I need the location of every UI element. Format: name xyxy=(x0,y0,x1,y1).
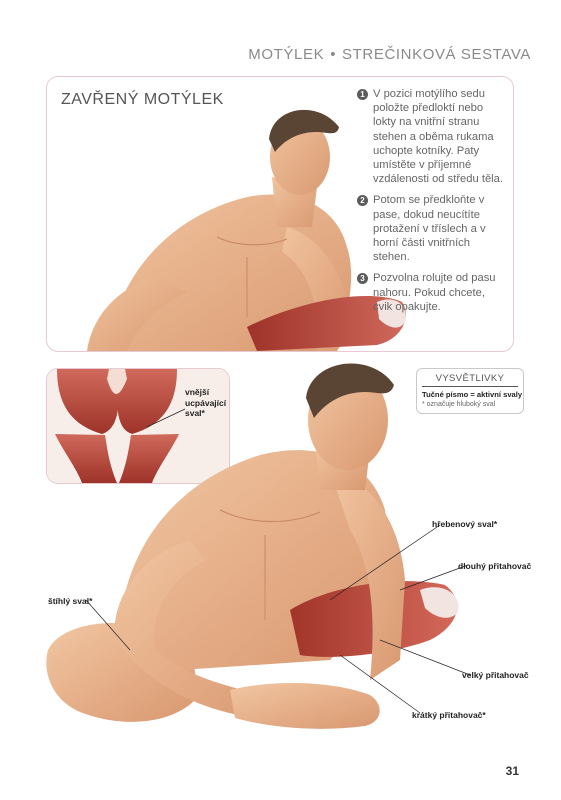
gluteal-figure xyxy=(47,369,229,483)
step-1: 1 V pozici motýlího sedu položte předlok… xyxy=(357,87,507,186)
header-section: MOTÝLEK xyxy=(248,46,325,63)
header-title: STREČINKOVÁ SESTAVA xyxy=(342,46,531,63)
step-list: 1 V pozici motýlího sedu položte předlok… xyxy=(357,87,507,321)
header-bullet: • xyxy=(330,46,337,63)
running-header: MOTÝLEK • STREČINKOVÁ SESTAVA xyxy=(248,46,531,63)
step-number-1: 1 xyxy=(357,89,368,100)
step-text-3: Pozvolna rolujte od pasu nahoru. Pokud c… xyxy=(373,272,496,313)
label-adductor-longus: dlouhý přitahovač xyxy=(458,561,532,571)
label-adductor-brevis: krátký přitahovač* xyxy=(412,710,486,720)
step-text-2: Potom se předkloňte v pase, dokud neucít… xyxy=(373,194,486,264)
label-adductor-magnus: velký přitahovač xyxy=(462,670,529,680)
step-2: 2 Potom se předkloňte v pase, dokud neuc… xyxy=(357,193,507,264)
exercise-panel: ZAVŘENÝ MOTÝLEK 1 V pozici motýlího sedu… xyxy=(46,76,514,352)
gluteal-inset: vnější ucpávající sval* xyxy=(46,368,230,484)
panel-title: ZAVŘENÝ MOTÝLEK xyxy=(61,91,224,108)
step-3: 3 Pozvolna rolujte od pasu nahoru. Pokud… xyxy=(357,271,507,314)
label-external-obturator: vnější ucpávající sval* xyxy=(185,387,227,418)
legend-box: VYSVĚTLIVKY Tučné písmo = aktivní svaly … xyxy=(416,368,524,414)
step-text-1: V pozici motýlího sedu položte předloktí… xyxy=(373,88,503,186)
step-number-2: 2 xyxy=(357,195,368,207)
label-gracilis: štíhlý sval* xyxy=(48,596,93,606)
legend-deep-note: * označuje hluboký sval xyxy=(422,401,496,408)
closed-butterfly-figure xyxy=(87,109,406,351)
legend-bold-note: Tučné písmo = aktivní svaly xyxy=(422,390,523,399)
step-number-3: 3 xyxy=(357,273,368,285)
legend-title: VYSVĚTLIVKY xyxy=(422,373,518,387)
label-pectineus: hřebenový sval* xyxy=(432,519,498,529)
page-number: 31 xyxy=(505,764,519,778)
